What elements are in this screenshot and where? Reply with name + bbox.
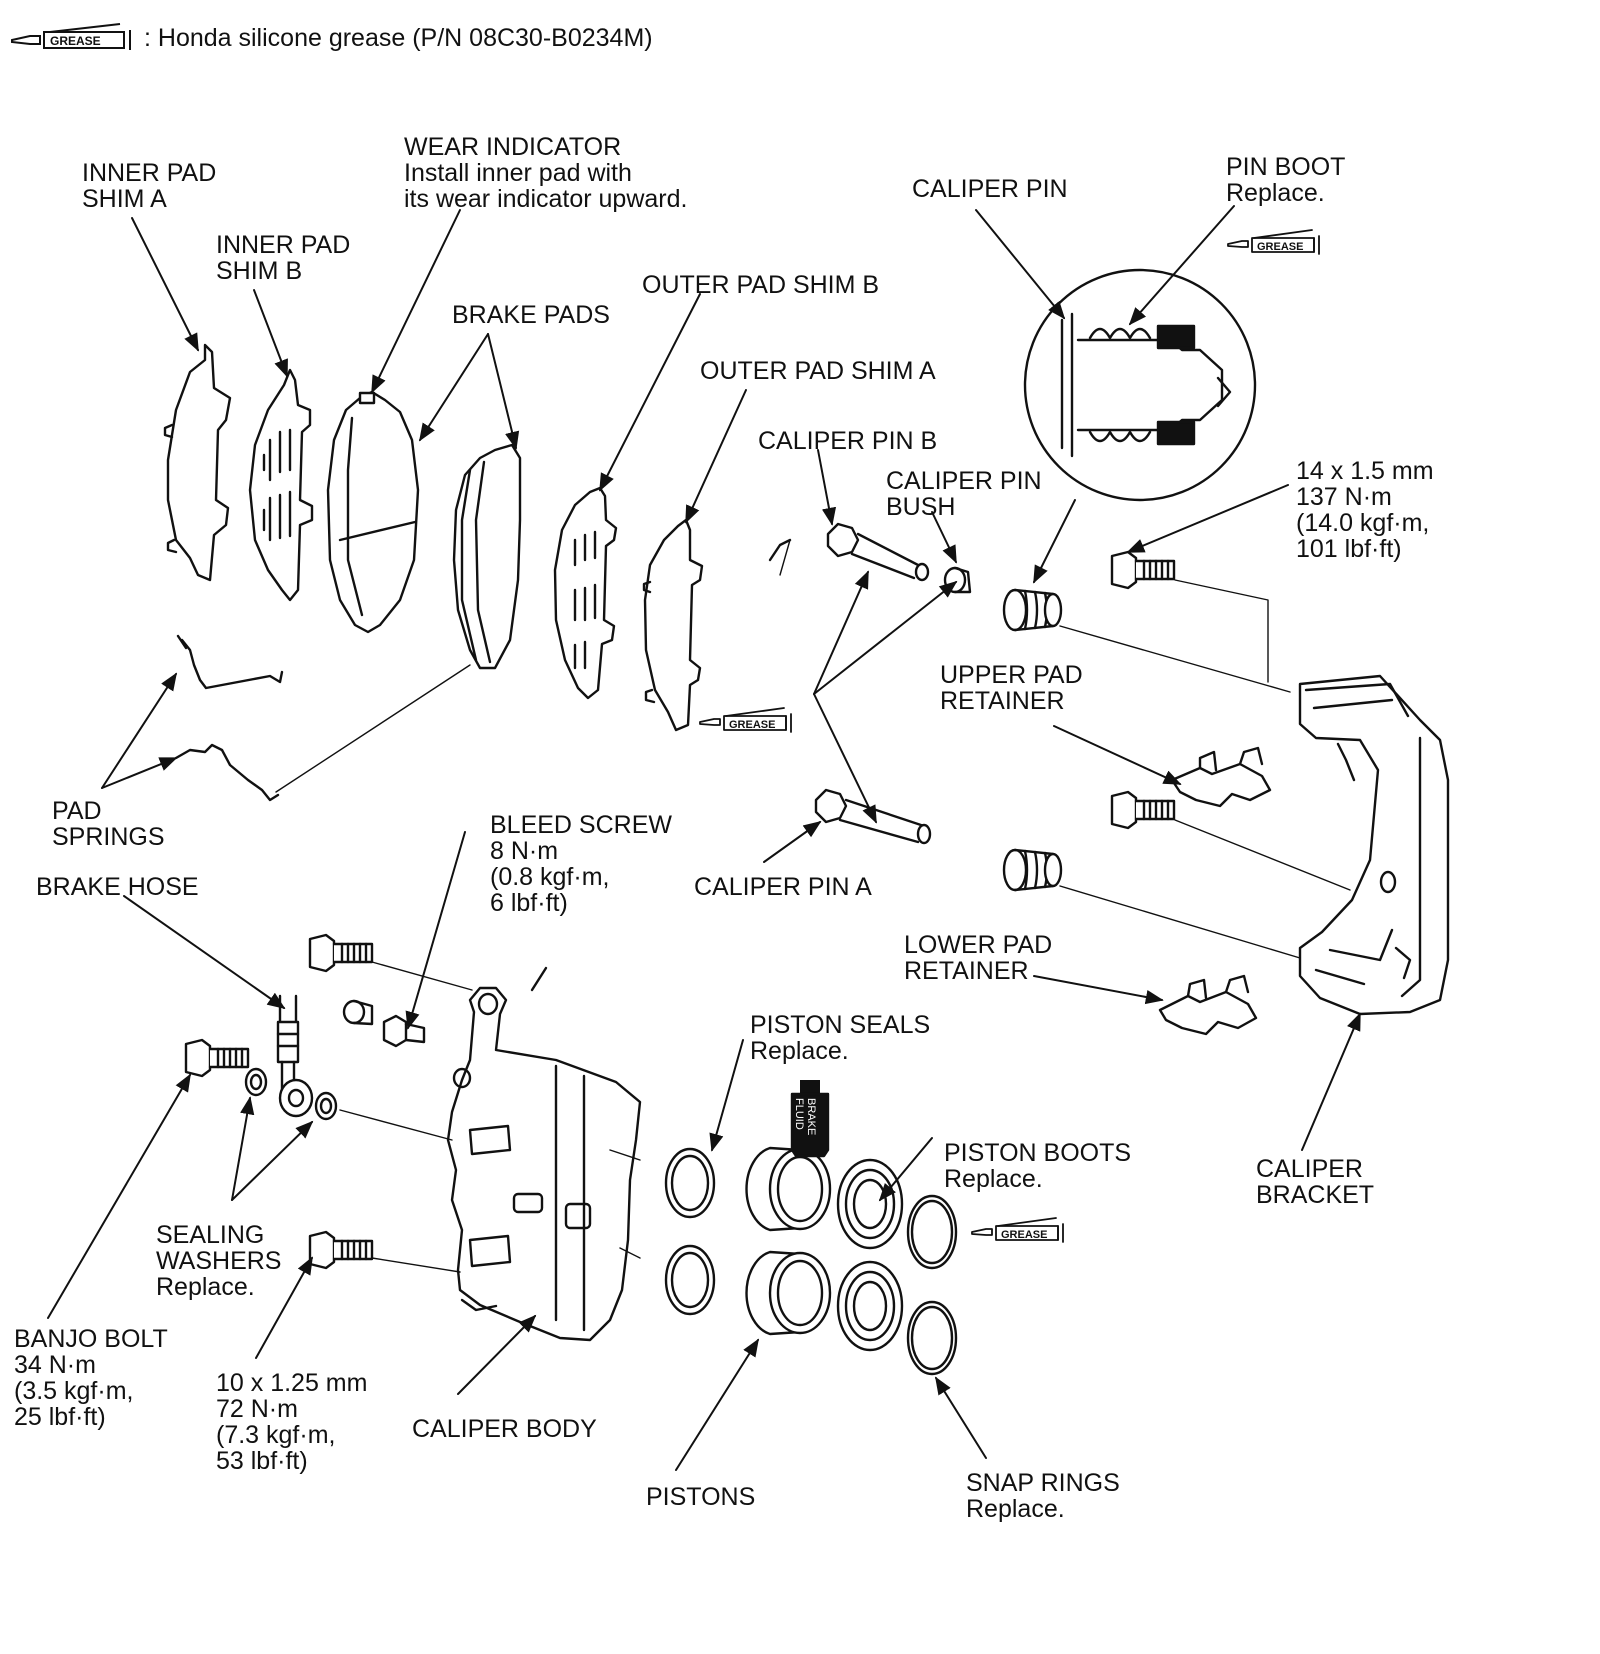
inner-pad-shim-a <box>163 343 232 582</box>
label-caliper-body: CALIPER BODY <box>412 1415 597 1443</box>
leader-arrows <box>47 205 1361 1471</box>
piston-lower <box>745 1250 832 1336</box>
label-outer-pad-shim-b: OUTER PAD SHIM B <box>642 271 880 299</box>
snap-ring-lower <box>906 1300 958 1376</box>
label-outer-pad-shim-a: OUTER PAD SHIM A <box>700 357 936 385</box>
caliper-pin-b <box>768 522 930 582</box>
grease-icon-text: GREASE <box>50 34 101 48</box>
bleed-screw-cap <box>342 999 374 1026</box>
inner-brake-pad <box>326 390 420 634</box>
piston-upper <box>745 1146 832 1232</box>
svg-text:GREASE: GREASE <box>1001 1229 1047 1241</box>
pin-boot-detail <box>1023 268 1257 502</box>
grease-icon-pin-boot: GREASE <box>1226 228 1321 256</box>
banjo-bolt <box>184 1038 250 1078</box>
label-brake-hose: BRAKE HOSE <box>36 873 199 901</box>
caliper-bolt-lower <box>308 1230 374 1270</box>
svg-text:GREASE: GREASE <box>1257 241 1303 253</box>
pad-spring-upper <box>176 634 284 690</box>
caliper-bolt-upper <box>308 933 374 973</box>
caliper-pin-a <box>814 788 932 845</box>
piston-boot-upper <box>836 1158 904 1250</box>
label-pistons: PISTONS <box>646 1483 756 1511</box>
sealing-washer-left <box>244 1067 268 1097</box>
outer-brake-pad <box>452 443 522 670</box>
piston-seal-lower <box>664 1244 716 1316</box>
grease-legend-text: : Honda silicone grease (P/N 08C30-B0234… <box>144 24 653 52</box>
snap-ring-upper <box>906 1194 958 1270</box>
pin-boot-upper <box>1002 588 1063 632</box>
brake-fluid-text-line2: FLUID <box>793 1098 805 1130</box>
bleed-screw <box>382 1014 426 1048</box>
grease-icon-piston-boots: GREASE <box>970 1216 1065 1244</box>
inner-pad-shim-b <box>248 368 314 602</box>
piston-seal-upper <box>664 1147 716 1219</box>
pad-spring-lower <box>174 743 280 802</box>
outer-pad-shim-a <box>642 518 704 732</box>
label-caliper-pin-b: CALIPER PIN B <box>758 427 938 455</box>
grease-icon-caliper-pins: GREASE <box>698 706 793 734</box>
label-brake-pads: BRAKE PADS <box>452 301 610 329</box>
sealing-washer-right <box>314 1091 338 1121</box>
brake-hose <box>276 994 314 1118</box>
svg-text:GREASE: GREASE <box>729 719 775 731</box>
brake-fluid-text-line1: BRAKE <box>805 1098 817 1135</box>
outer-pad-shim-b <box>553 486 618 700</box>
assembly-lines <box>275 539 1351 1273</box>
caliper-bracket <box>1298 674 1450 1016</box>
lower-pad-retainer <box>1158 974 1258 1036</box>
label-caliper-pin-a: CALIPER PIN A <box>694 873 872 901</box>
piston-boot-lower <box>836 1260 904 1352</box>
pin-boot-lower <box>1002 848 1063 892</box>
grease-tube-icon: GREASE <box>11 23 131 50</box>
label-caliper-pin: CALIPER PIN <box>912 175 1068 203</box>
bracket-bolt-upper <box>1110 550 1176 590</box>
brake-fluid-icon: BRAKE FLUID <box>790 1080 830 1158</box>
bracket-bolt-lower <box>1110 790 1176 830</box>
caliper-body <box>446 966 642 1342</box>
upper-pad-retainer <box>1170 746 1272 808</box>
